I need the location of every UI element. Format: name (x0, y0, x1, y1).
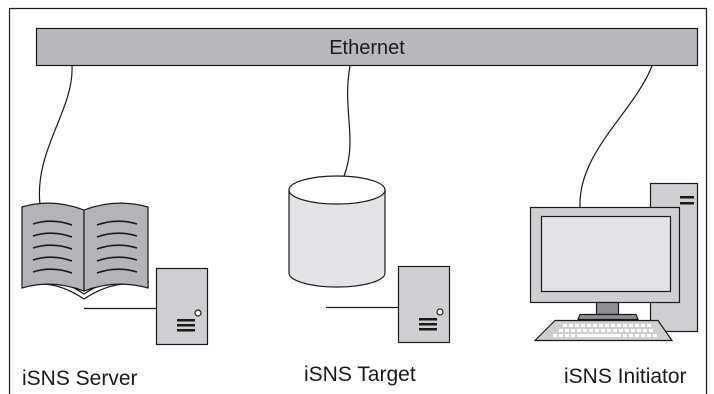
initiator-monitor (529, 206, 681, 321)
ethernet-bus: Ethernet (35, 27, 699, 67)
network-cables (38, 65, 653, 208)
initiator-keyboard (533, 319, 674, 342)
server-cable (38, 65, 73, 206)
server-tower-icon (84, 267, 209, 346)
ethernet-label: Ethernet (329, 37, 405, 59)
storage-cylinder-icon (288, 175, 386, 288)
diagram-frame (8, 7, 708, 394)
target-tower-icon (326, 265, 451, 344)
book-icon (21, 202, 150, 300)
initiator-label: iSNS Initiator (564, 365, 687, 388)
initiator-cable (579, 65, 653, 208)
desktop-computer-icon (529, 182, 699, 342)
target-cable (343, 65, 351, 177)
target-label: iSNS Target (304, 363, 416, 386)
server-label: iSNS Server (22, 367, 138, 390)
